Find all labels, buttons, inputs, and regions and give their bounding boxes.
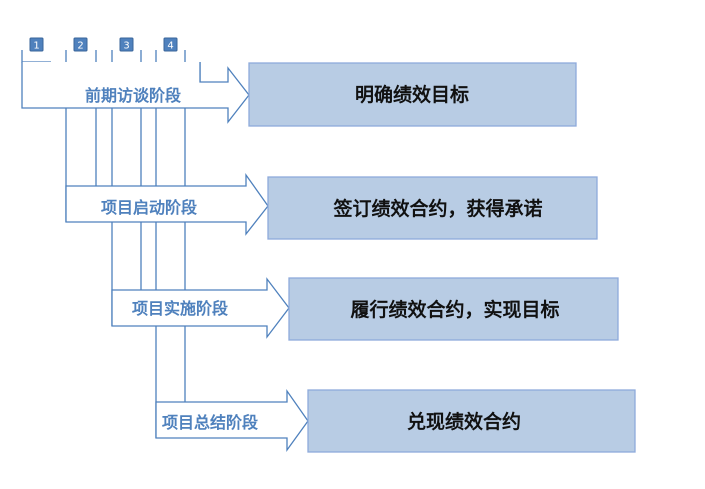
tab-2-number: 2 — [77, 41, 83, 52]
stage-4-result-box — [307, 389, 636, 453]
stage-1-result: 明确绩效目标 — [355, 83, 469, 106]
stage-4-arrow — [155, 388, 309, 453]
stage-2: 项目启动阶段 签订绩效合约，获得承诺 — [65, 172, 598, 240]
stage-2-label: 项目启动阶段 — [101, 198, 198, 217]
stage-1-label: 前期访谈阶段 — [85, 86, 182, 105]
tab-1-number: 1 — [33, 41, 39, 52]
stage-3-result: 履行绩效合约，实现目标 — [350, 298, 559, 321]
stage-2-result-box — [267, 176, 598, 240]
tab-2: 2 — [65, 37, 97, 73]
stage-3-arrow — [111, 277, 290, 339]
stage-3-result-box — [288, 277, 619, 341]
stage-1: 前期访谈阶段 明确绩效目标 — [21, 62, 577, 127]
connector-lines — [50, 62, 201, 438]
stage-2-result: 签订绩效合约，获得承诺 — [332, 197, 542, 220]
stage-2-arrow — [65, 172, 269, 236]
tab-4-number: 4 — [167, 41, 173, 52]
tab-3-number: 3 — [123, 41, 129, 52]
stage-4-result: 兑现绩效合约 — [407, 410, 521, 433]
stage-3: 项目实施阶段 履行绩效合约，实现目标 — [111, 277, 619, 341]
stage-1-result-box — [248, 62, 577, 127]
tab-1: 1 — [21, 37, 51, 63]
stage-3-label: 项目实施阶段 — [132, 299, 229, 318]
stage-4: 项目总结阶段 兑现绩效合约 — [155, 388, 636, 453]
stage-4-label: 项目总结阶段 — [162, 413, 259, 432]
